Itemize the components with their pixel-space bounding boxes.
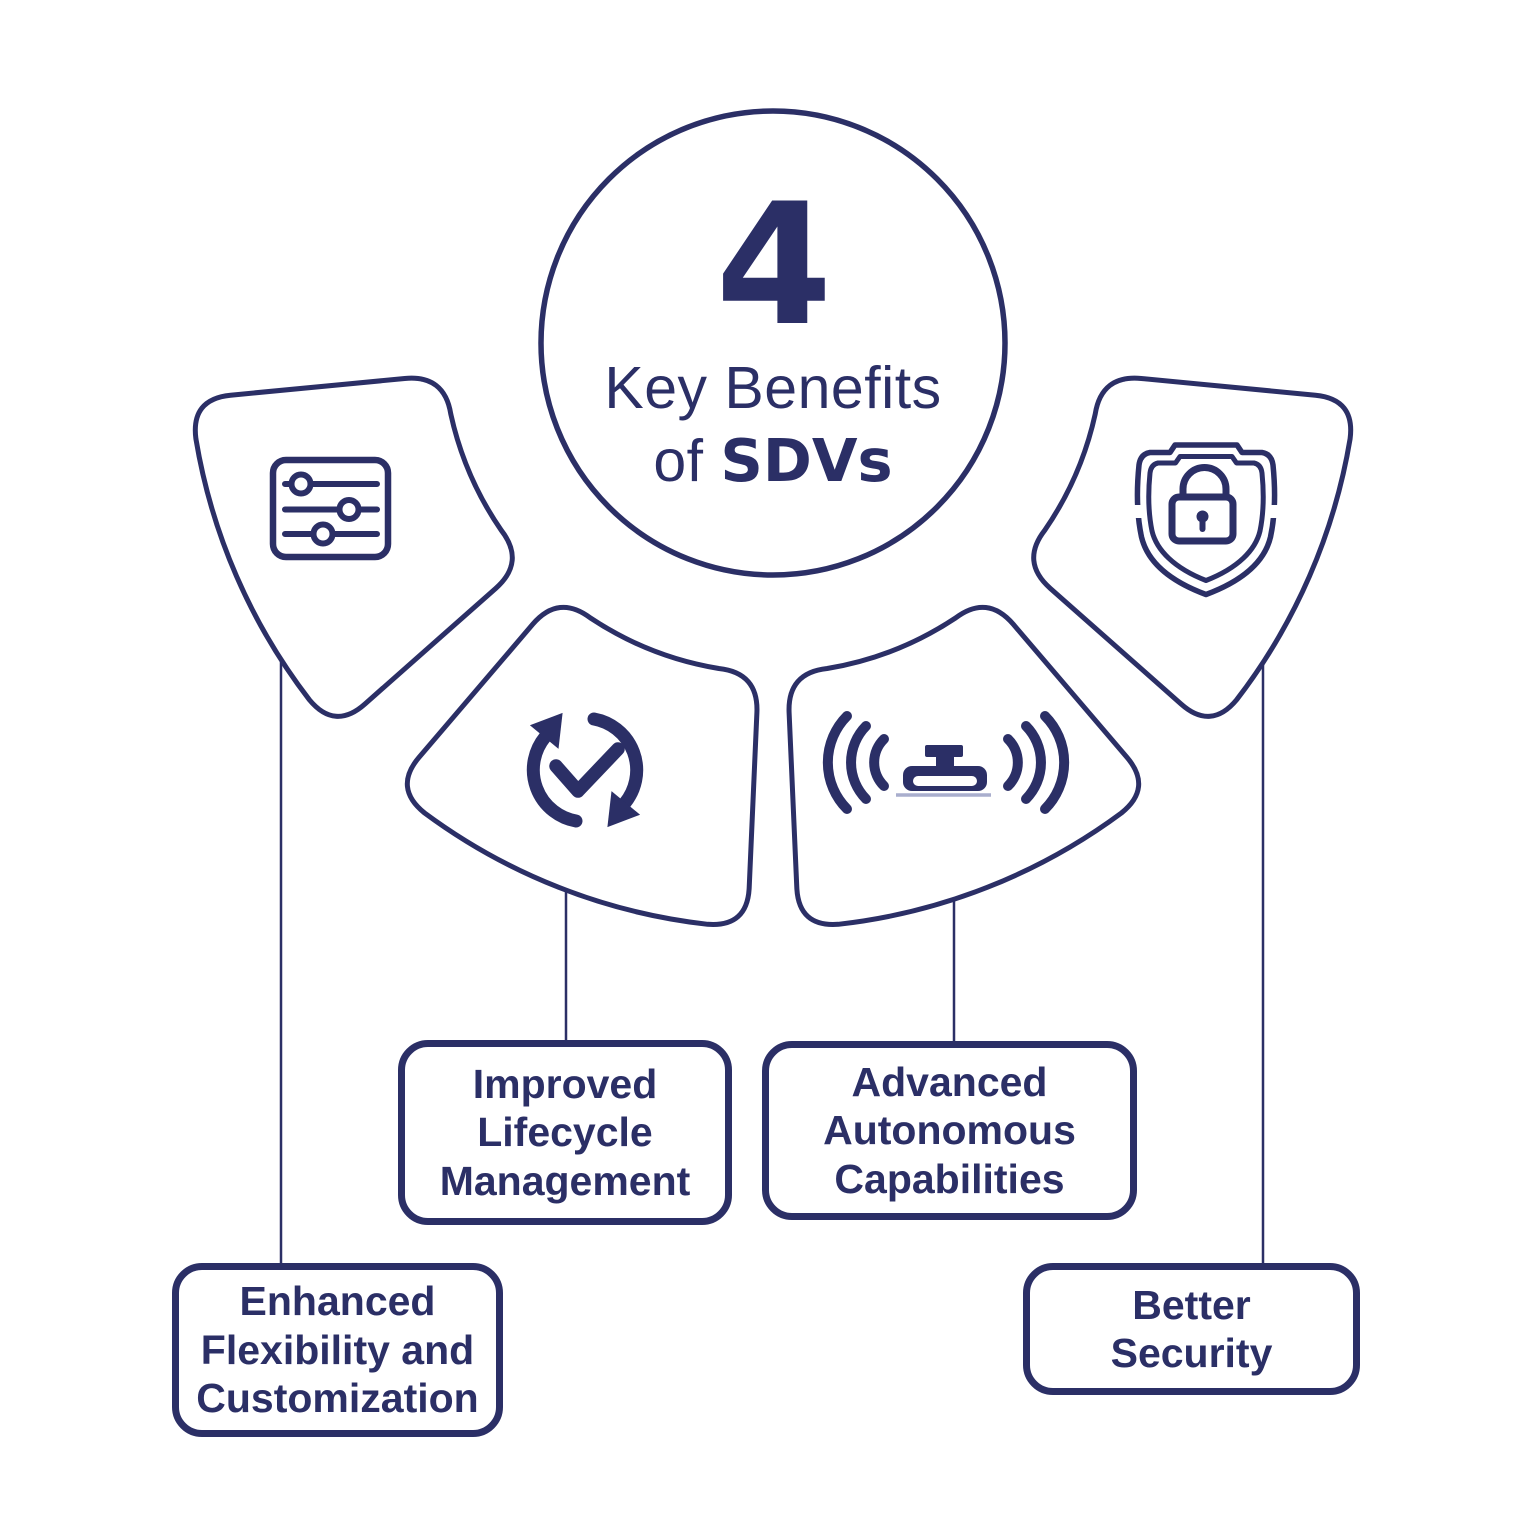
keyhole-stem — [1199, 519, 1206, 532]
padlock-shackle — [1179, 464, 1230, 500]
sensor-base-slot — [913, 776, 977, 786]
signal-waves — [822, 711, 1070, 814]
benefit-label-lifecycle: Improved Lifecycle Management — [439, 1060, 691, 1204]
center-subtitle-bold: SDVs — [720, 425, 893, 495]
shield-outline-gap-left — [1130, 505, 1147, 518]
center-subtitle-prefix: of — [653, 427, 721, 494]
shield-lock-icon — [1130, 442, 1282, 598]
center-subtitle: of SDVs — [653, 425, 892, 498]
label-box-lifecycle: Improved Lifecycle Management — [398, 1040, 732, 1225]
center-badge: 4 Key Benefits of SDVs — [541, 111, 1005, 575]
benefit-label-security: Better Security — [1110, 1281, 1273, 1376]
benefit-label-flexibility: Enhanced Flexibility and Customization — [196, 1278, 479, 1422]
sync-arrowhead-top — [529, 712, 563, 749]
label-box-flexibility: Enhanced Flexibility and Customization — [172, 1263, 503, 1437]
benefit-label-autonomous: Advanced Autonomous Capabilities — [823, 1058, 1076, 1202]
sliders-icon — [269, 456, 392, 561]
sync-check-icon — [526, 712, 644, 828]
shield-outline-gap-right — [1265, 505, 1282, 518]
sensor-waves-icon — [822, 711, 1070, 814]
sync-arrowhead-bottom — [607, 791, 641, 828]
keyhole — [1196, 510, 1209, 523]
checkmark — [549, 742, 625, 798]
center-circle — [538, 108, 1008, 578]
petal-lifecycle — [404, 604, 760, 927]
sensor-cap — [925, 745, 963, 757]
petal-autonomous — [786, 604, 1142, 927]
label-box-security: Better Security — [1023, 1263, 1360, 1395]
label-box-autonomous: Advanced Autonomous Capabilities — [762, 1041, 1137, 1220]
benefit-count: 4 — [715, 167, 833, 364]
center-title: Key Benefits — [604, 354, 942, 421]
